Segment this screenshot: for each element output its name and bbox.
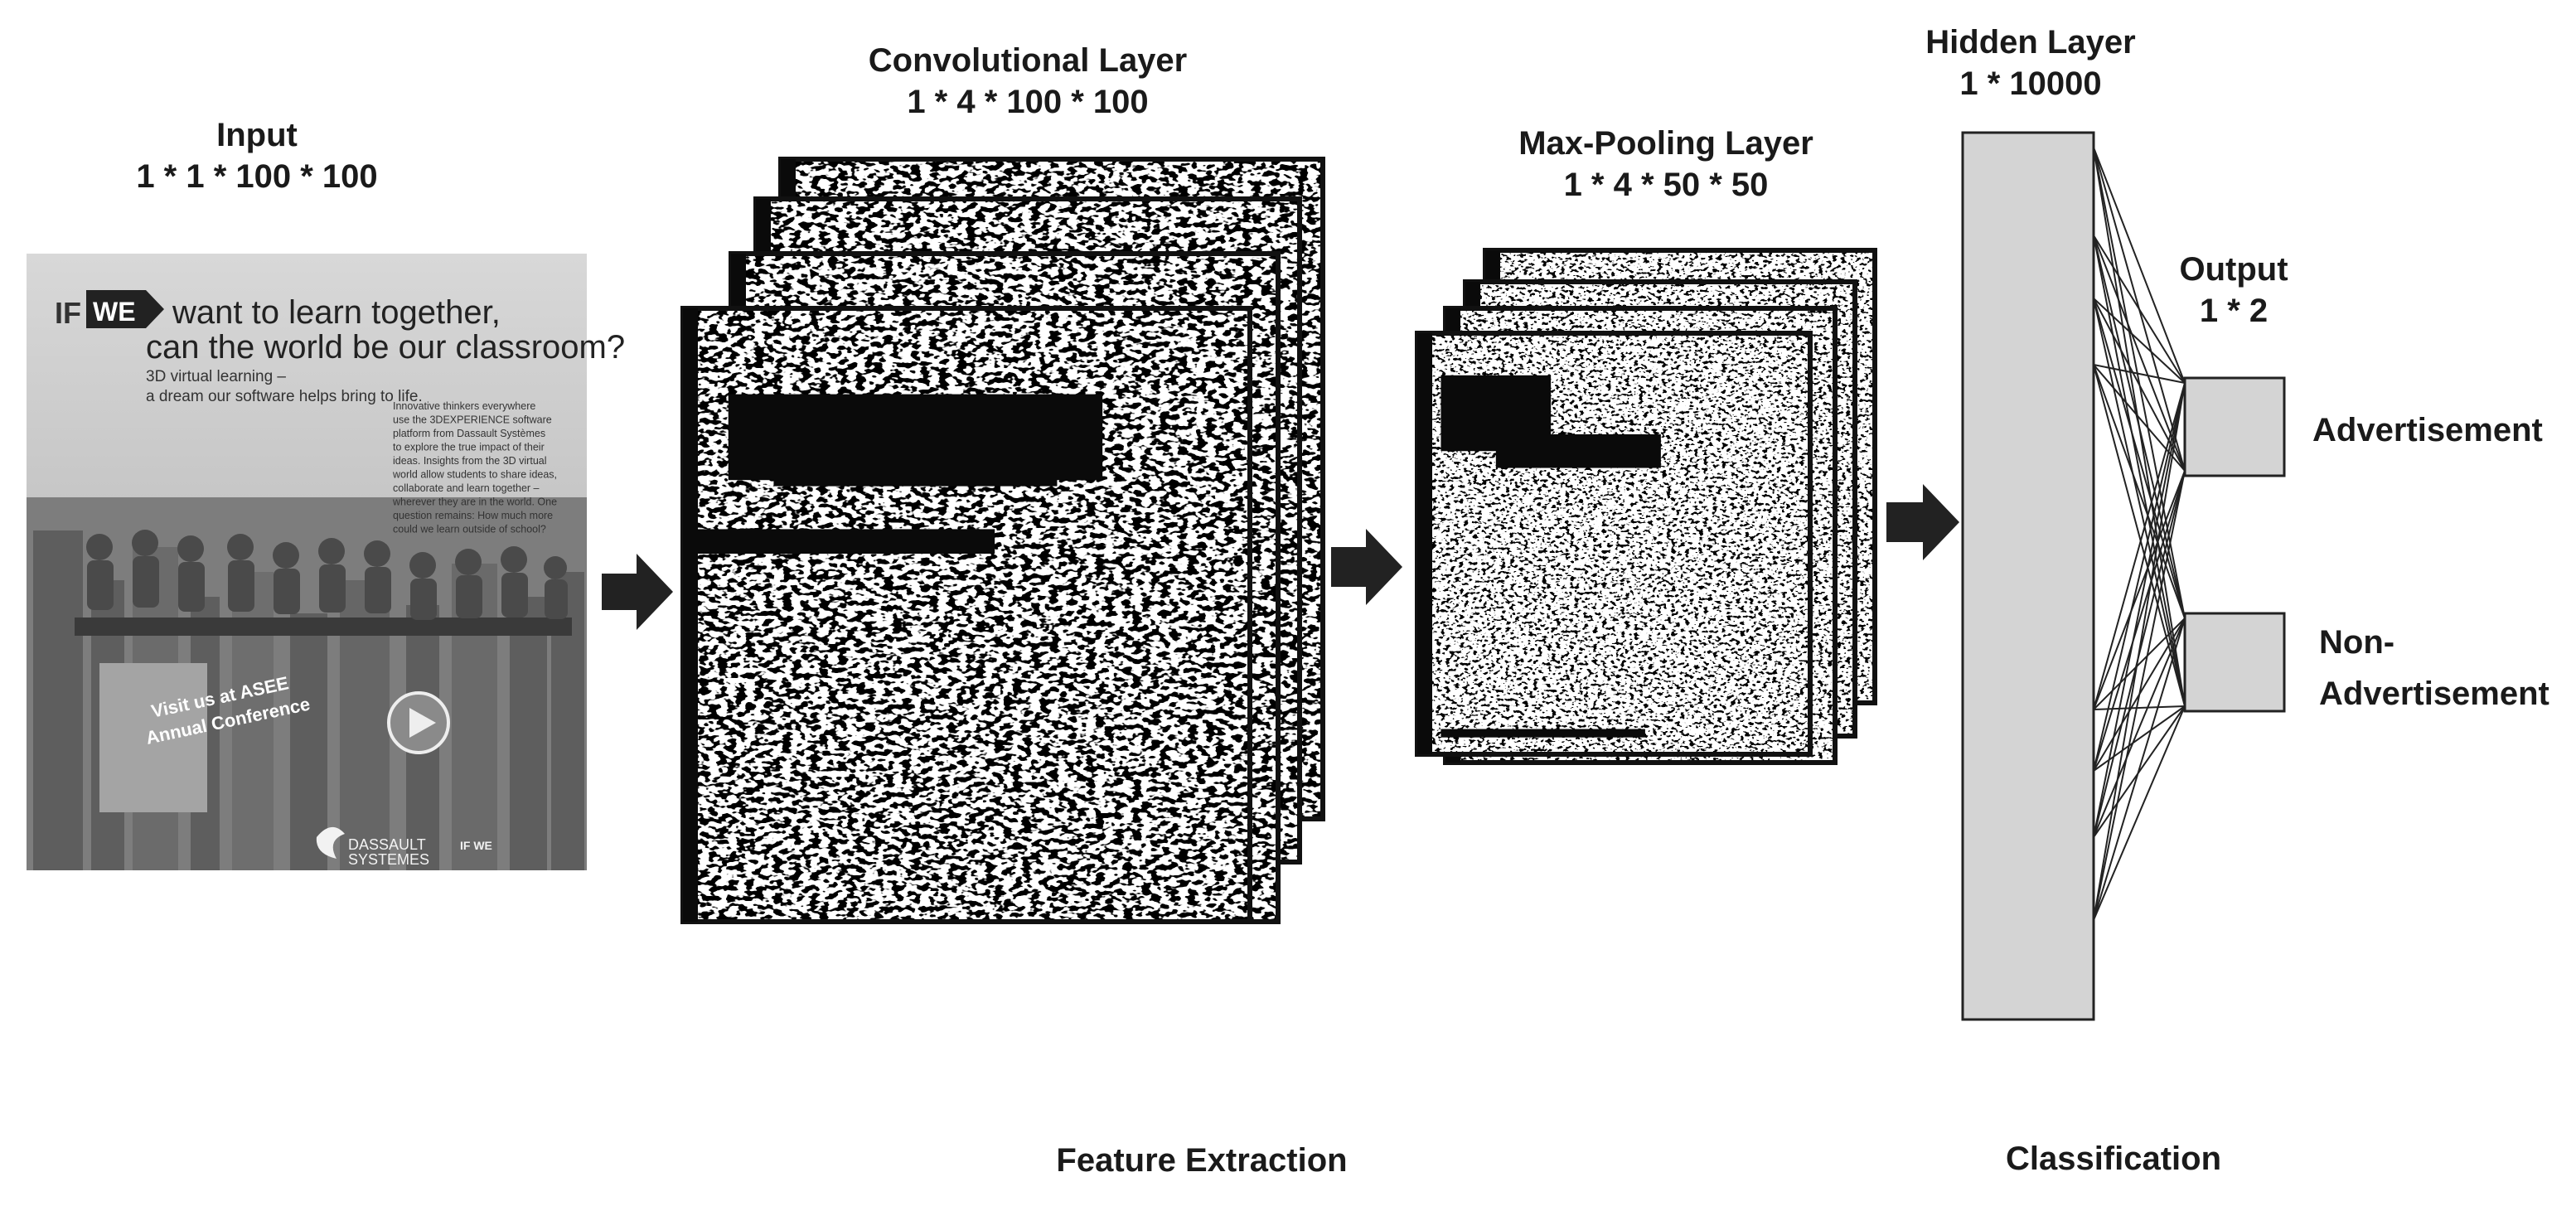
conv-label: Convolutional Layer 1 * 4 * 100 * 100 [829,40,1227,123]
ad-footer-brand: IF WE [460,839,492,852]
hidden-title: Hidden Layer [1925,24,2136,61]
flow-arrow-2-icon [1331,529,1402,605]
fc-edge [2093,235,2186,384]
ad-sub-2: a dream our software helps bring to life… [146,388,423,405]
pool-title: Max-Pooling Layer [1518,125,1813,162]
fc-edge [2093,298,2186,472]
skyscraper-tower [99,663,207,812]
class-non-line-2: Advertisement [2319,676,2549,712]
beam [75,618,572,636]
class-advertisement-label: Advertisement [2312,412,2543,448]
ad-body-line: question remains: How much more [393,510,553,521]
people-group [86,530,568,620]
fc-edge [2093,470,2186,772]
input-label: Input 1 * 1 * 100 * 100 [99,114,414,197]
fc-edge [2093,147,2186,384]
fc-edge [2093,235,2186,707]
feature-extraction-label: Feature Extraction [1056,1142,1348,1179]
fc-edge [2093,382,2186,710]
hidden-label: Hidden Layer 1 * 10000 [1898,22,2163,104]
fc-edge [2093,705,2186,921]
input-image: IF WE want to learn together, can the wo… [27,254,625,870]
ad-body-line: platform from Dassault Systèmes [393,428,545,439]
classification-label: Classification [2005,1141,2222,1177]
conv-feature-map-4 [680,306,1252,924]
fc-edge [2093,298,2186,707]
ad-logo-1: DASSAULT [348,836,426,853]
ad-body-line: to explore the true impact of their [393,442,545,453]
pool-feature-maps [1415,248,1877,765]
ad-body-line: world allow students to share ideas, [392,469,557,481]
fc-edge [2093,618,2186,710]
conv-title: Convolutional Layer [868,42,1188,79]
hidden-dims: 1 * 10000 [1959,65,2102,102]
input-dims: 1 * 1 * 100 * 100 [136,158,378,195]
fc-edge [2093,364,2186,384]
pool-label: Max-Pooling Layer 1 * 4 * 50 * 50 [1484,123,1848,206]
output-node-non-advertisement [2183,612,2286,713]
ad-body-line: could we learn outside of school? [393,524,546,535]
dassault-logo-icon [316,826,345,859]
output-node-advertisement [2183,376,2286,477]
ad-headline-2: can the world be our classroom? [146,329,625,366]
ad-body-line: wherever they are in the world. One [392,496,557,508]
flow-arrow-3-icon [1886,484,1959,560]
pool-feature-map-4 [1415,331,1813,757]
we-arrow-icon [86,290,164,328]
fc-edge [2093,364,2186,472]
output-dims: 1 * 2 [2199,293,2269,329]
fc-edge [2093,382,2186,921]
output-label: Output 1 * 2 [2155,249,2312,332]
ad-body-line: Innovative thinkers everywhere [393,400,535,412]
conv-feature-maps [680,157,1325,924]
ad-brand-we: WE [93,297,136,327]
ad-headline-1: want to learn together, [172,294,501,331]
flow-arrow-1-icon [602,554,673,630]
pool-dims: 1 * 4 * 50 * 50 [1563,167,1769,203]
fc-edge [2093,298,2186,619]
class-non-advertisement-label: Non- Advertisement [2319,622,2568,714]
ad-body-text: Innovative thinkers everywhere use the 3D… [392,400,557,535]
fc-edge [2093,618,2186,838]
fc-edge [2093,470,2186,710]
fc-edge [2093,364,2186,619]
play-triangle-icon [409,708,436,738]
fc-edge [2093,364,2186,707]
fc-edge [2093,470,2186,921]
output-title: Output [2179,251,2288,288]
fc-edge [2093,298,2186,384]
ad-logo-2: SYSTEMES [348,851,429,868]
ad-body-line: collaborate and learn together – [393,482,540,494]
fc-edge [2093,382,2186,772]
fc-edge [2093,618,2186,921]
fc-edge [2093,235,2186,619]
conv-dims: 1 * 4 * 100 * 100 [907,84,1149,120]
fc-edge [2093,235,2186,472]
fc-edge [2093,382,2186,838]
ad-brand-if: IF [55,296,81,330]
fc-connections [2093,147,2186,921]
input-title: Input [216,117,298,153]
ad-body-line: use the 3DEXPERIENCE software [393,414,552,426]
fc-edge [2093,705,2186,710]
ad-body-line: ideas. Insights from the 3D virtual [393,455,547,467]
ad-sub-1: 3D virtual learning – [146,368,286,385]
class-non-line-1: Non- [2319,624,2395,661]
hidden-layer-bar [1961,131,2095,1021]
